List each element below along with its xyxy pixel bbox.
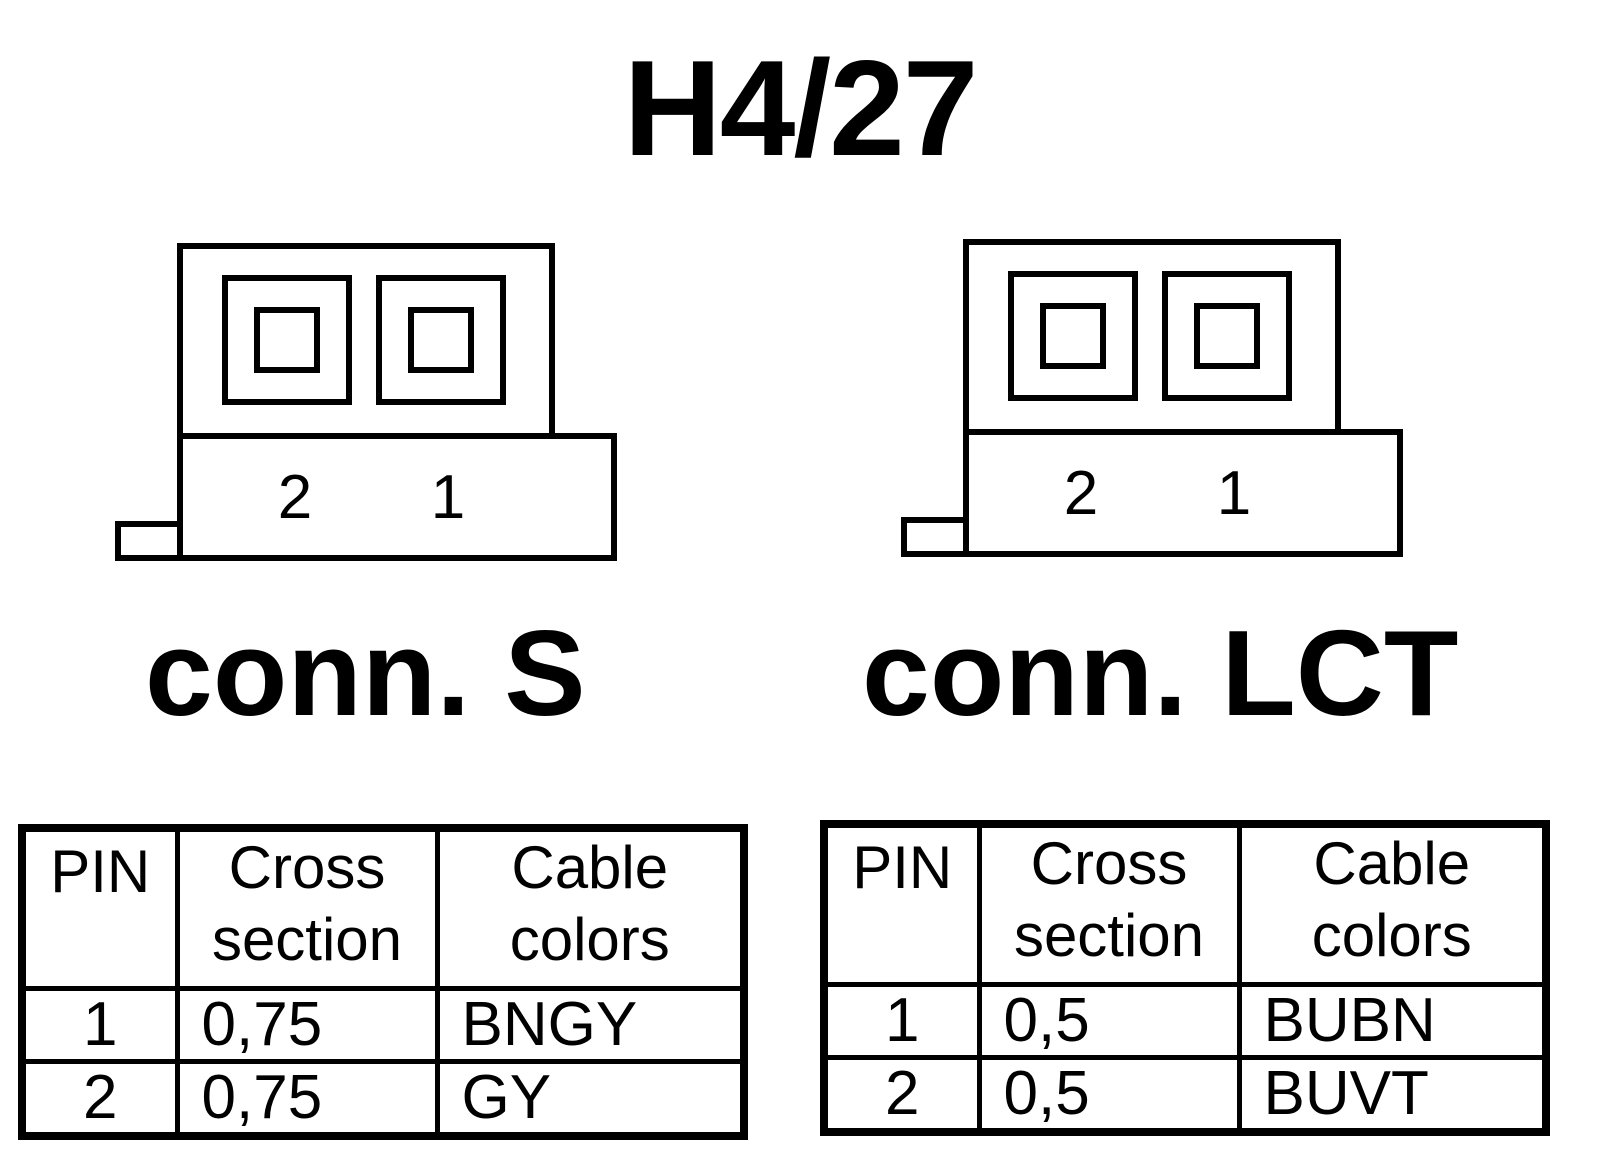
cable-color-value: BUVT bbox=[1236, 1055, 1549, 1135]
pin-label-2: 2 bbox=[278, 463, 312, 532]
cross-section-value: 0,75 bbox=[174, 1059, 440, 1139]
connector-housing-top bbox=[963, 239, 1341, 435]
pin-number: 1 bbox=[821, 982, 982, 1060]
connector-lct-label: conn. LCT bbox=[862, 605, 1459, 741]
pin-cavity-2-inner bbox=[254, 307, 320, 373]
cable-color-value: GY bbox=[434, 1059, 747, 1139]
pin-number: 1 bbox=[19, 986, 180, 1064]
header-color-line1: Cable bbox=[1313, 830, 1471, 897]
table-row: 1 0,75 BNGY bbox=[19, 986, 747, 1064]
pin-label-2: 2 bbox=[1064, 459, 1098, 528]
pin-cavity-1-outer bbox=[1162, 271, 1292, 401]
table-row: 1 0,5 BUBN bbox=[821, 982, 1549, 1060]
connector-s-drawing: 2 1 bbox=[115, 243, 617, 561]
connector-s-label: conn. S bbox=[145, 605, 586, 741]
header-color-line1: Cable bbox=[511, 834, 669, 901]
pin-number: 2 bbox=[19, 1059, 180, 1139]
pin-cavity-2-outer bbox=[1008, 271, 1138, 401]
cable-color-value: BNGY bbox=[434, 986, 747, 1064]
pin-cavity-2-outer bbox=[222, 275, 352, 405]
header-cross-line2: section bbox=[211, 906, 403, 973]
pin-cavity-1-outer bbox=[376, 275, 506, 405]
header-color-line2: colors bbox=[1311, 902, 1472, 969]
connector-housing-bottom bbox=[963, 429, 1403, 557]
header-cross-line1: Cross bbox=[1030, 830, 1188, 897]
header-pin: PIN bbox=[821, 821, 982, 987]
cable-color-value: BUBN bbox=[1236, 982, 1549, 1060]
connector-latch bbox=[115, 521, 183, 561]
connector-latch bbox=[901, 517, 969, 557]
cross-section-value: 0,5 bbox=[976, 982, 1242, 1060]
cross-section-value: 0,75 bbox=[174, 986, 440, 1064]
pin-label-1: 1 bbox=[431, 463, 465, 532]
connector-housing-top bbox=[177, 243, 555, 439]
connector-lct-drawing: 2 1 bbox=[901, 239, 1403, 557]
pin-label-1: 1 bbox=[1217, 459, 1251, 528]
pin-cavity-1-inner bbox=[408, 307, 474, 373]
header-cross-line1: Cross bbox=[228, 834, 386, 901]
pin-cavity-2-inner bbox=[1040, 303, 1106, 369]
header-color-line2: colors bbox=[509, 906, 670, 973]
diagram-title: H4/27 bbox=[623, 32, 979, 184]
cross-section-value: 0,5 bbox=[976, 1055, 1242, 1135]
header-pin: PIN bbox=[19, 825, 180, 991]
header-cross-line2: section bbox=[1013, 902, 1205, 969]
pin-number: 2 bbox=[821, 1055, 982, 1135]
pin-cavity-1-inner bbox=[1194, 303, 1260, 369]
table-row: 2 0,75 GY bbox=[19, 1059, 747, 1139]
connector-housing-bottom bbox=[177, 433, 617, 561]
table-row: 2 0,5 BUVT bbox=[821, 1055, 1549, 1135]
